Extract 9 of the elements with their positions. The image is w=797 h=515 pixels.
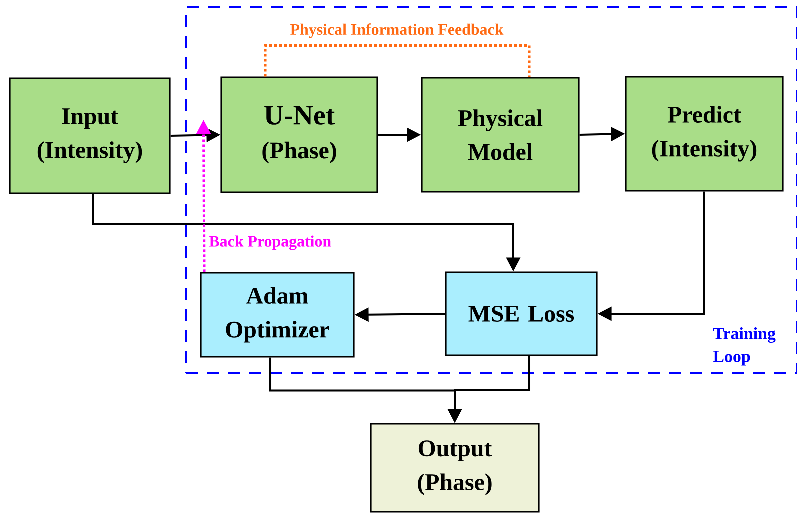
edge-label: Back Propagation	[208, 234, 333, 252]
process-box: Physical Model	[421, 77, 580, 193]
output-box: Output (Phase)	[370, 423, 540, 513]
process-box: MSE Loss	[445, 272, 598, 356]
input-box: Input (Intensity)	[9, 78, 171, 194]
process-box: Predict (Intensity)	[625, 76, 784, 192]
edge-label: Physical Information Feedback	[289, 22, 505, 40]
process-box: U-Net (Phase)	[220, 76, 378, 194]
process-box: Adam Optimizer	[200, 272, 355, 358]
